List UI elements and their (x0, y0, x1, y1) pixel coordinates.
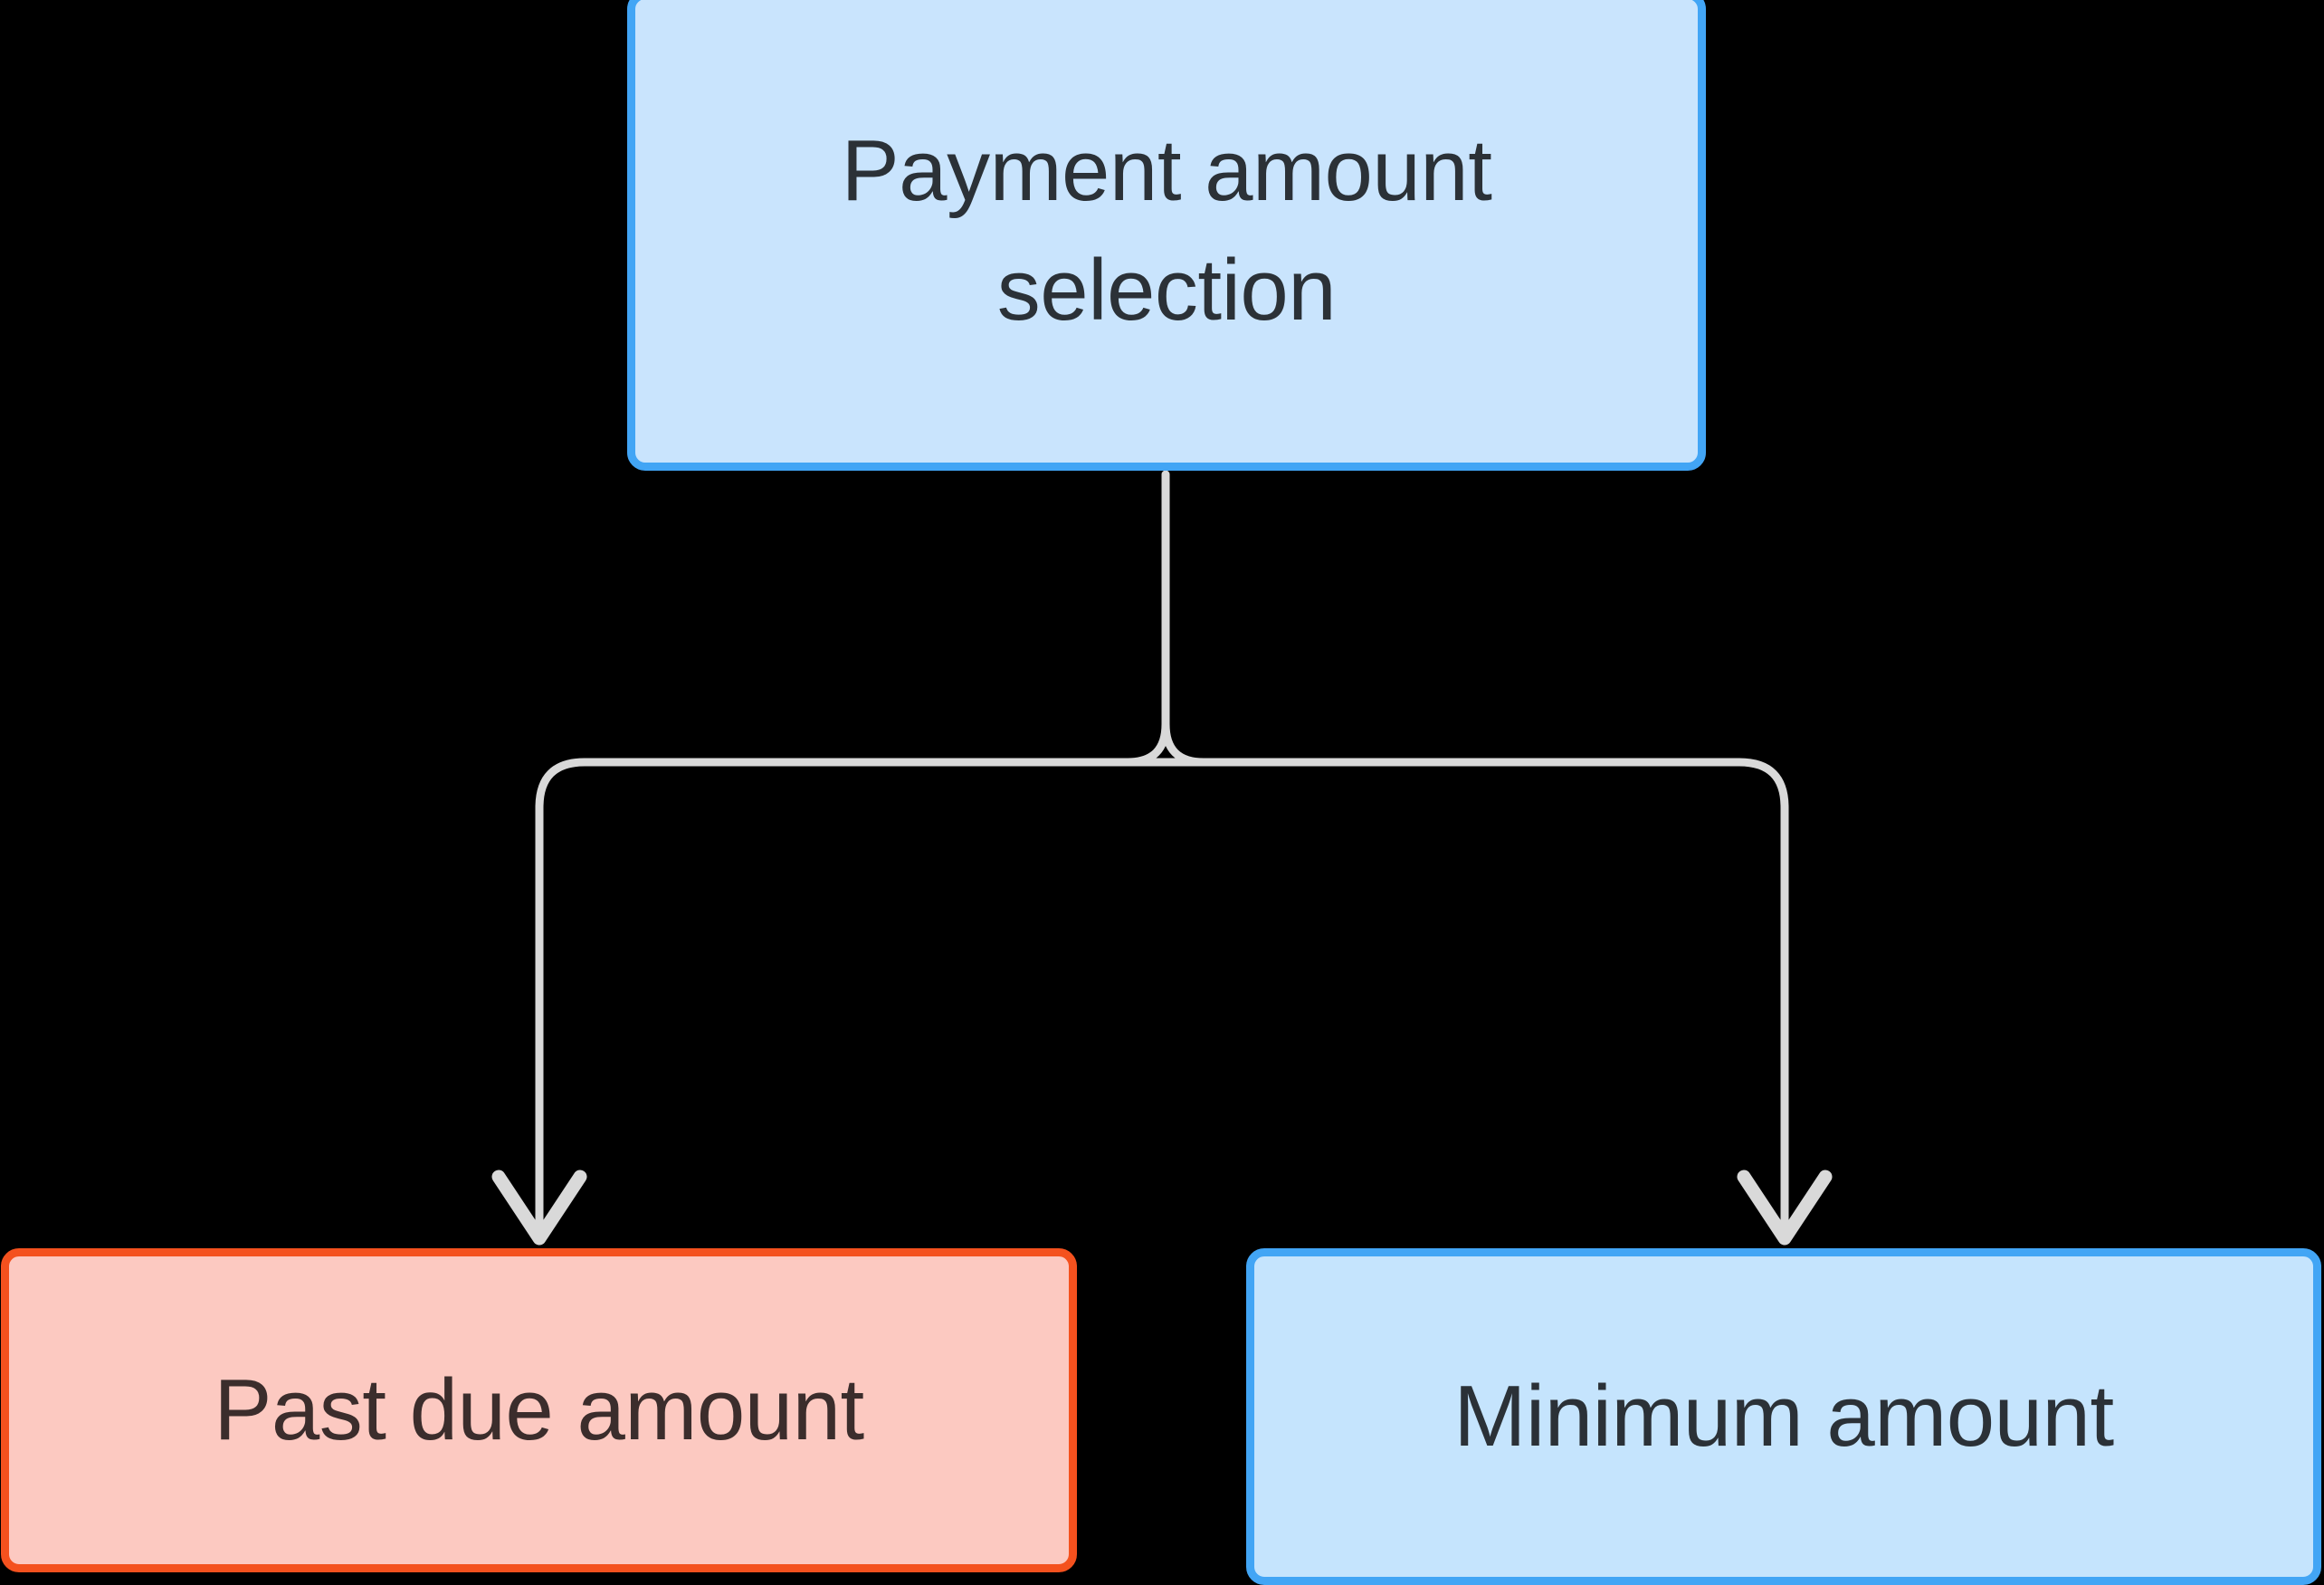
node-past-due-amount[interactable]: Past due amount (1, 1248, 1077, 1572)
node-payment-amount-selection[interactable]: Payment amount selection (627, 0, 1706, 471)
node-label-root: Payment amount selection (841, 121, 1492, 339)
edge-root-minimum-line (1161, 758, 1789, 1243)
edge-root-past-due-arrowhead (491, 1170, 587, 1246)
node-label-minimum: Minimum amount (1453, 1367, 2114, 1465)
edge-root-minimum-arrowhead (1737, 1170, 1833, 1246)
node-label-past-due: Past due amount (214, 1361, 864, 1458)
edge-root-past-due-line (535, 758, 1170, 1243)
node-minimum-amount[interactable]: Minimum amount (1246, 1248, 2321, 1585)
edge-trunk-line (1123, 470, 1170, 767)
edge-trunk-line-right (1161, 720, 1208, 767)
